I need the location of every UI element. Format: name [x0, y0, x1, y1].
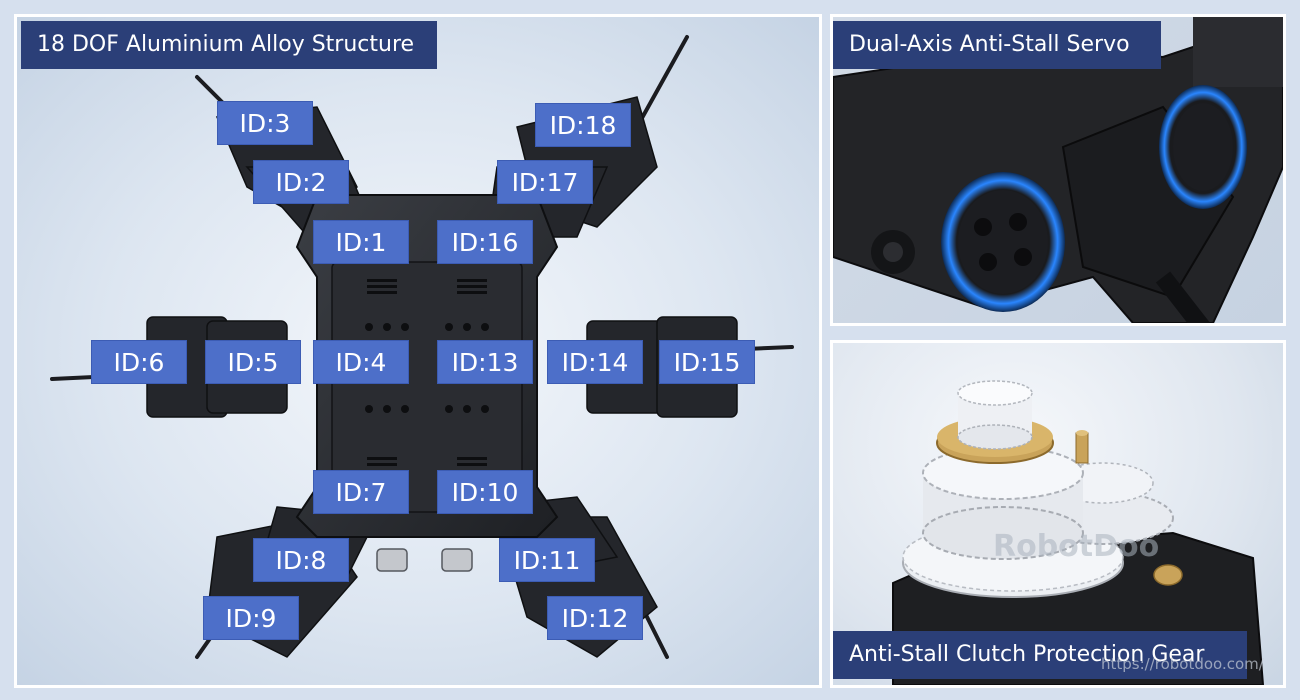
servo-id-15-label: ID:15: [659, 340, 755, 384]
servo-id-13-label: ID:13: [437, 340, 533, 384]
servo-title: Dual-Axis Anti-Stall Servo: [833, 21, 1161, 69]
servo-id-4-label: ID:4: [313, 340, 409, 384]
servo-id-2-label: ID:2: [253, 160, 349, 204]
brand-watermark: RobotDoo: [993, 529, 1160, 564]
structure-title: 18 DOF Aluminium Alloy Structure: [21, 21, 437, 69]
servo-id-8-label: ID:8: [253, 538, 349, 582]
url-watermark: https://robotdoo.com/: [1101, 655, 1264, 673]
servo-id-5-label: ID:5: [205, 340, 301, 384]
servo-id-12-label: ID:12: [547, 596, 643, 640]
servo-id-1-label: ID:1: [313, 220, 409, 264]
servo-id-6-label: ID:6: [91, 340, 187, 384]
servo-closeup-illustration: [833, 17, 1283, 323]
servo-id-10-label: ID:10: [437, 470, 533, 514]
servo-id-7-label: ID:7: [313, 470, 409, 514]
servo-id-18-label: ID:18: [535, 103, 631, 147]
gear-title: Anti-Stall Clutch Protection Gear: [833, 631, 1247, 679]
servo-panel: Dual-Axis Anti-Stall Servo: [830, 14, 1286, 326]
servo-id-17-label: ID:17: [497, 160, 593, 204]
structure-panel: 18 DOF Aluminium Alloy Structure ID:3 ID…: [14, 14, 822, 688]
servo-id-14-label: ID:14: [547, 340, 643, 384]
servo-id-9-label: ID:9: [203, 596, 299, 640]
servo-id-16-label: ID:16: [437, 220, 533, 264]
gear-panel: RobotDoo Anti-Stall Clutch Protection Ge…: [830, 340, 1286, 688]
servo-id-3-label: ID:3: [217, 101, 313, 145]
servo-id-11-label: ID:11: [499, 538, 595, 582]
